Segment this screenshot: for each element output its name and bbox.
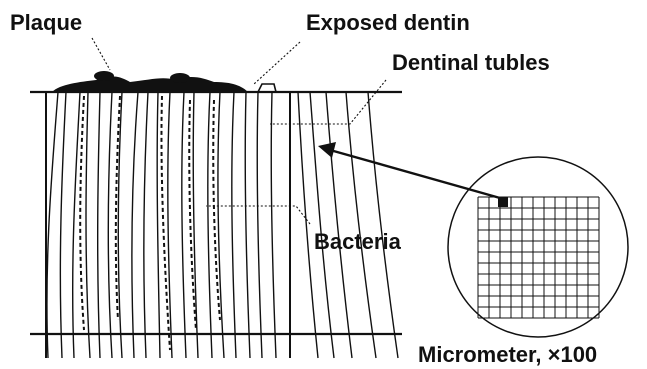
tubule [86,92,90,358]
tubule [144,92,148,358]
exposed-dentin-leader [254,42,300,84]
tubule [182,92,186,358]
tubule [298,92,318,358]
exposed-dentin-edge [258,84,276,92]
label-micrometer: Micrometer, ×100 [418,342,597,367]
plaque-lump [94,71,114,81]
bacteria-strand [80,96,84,330]
label-dentinal-tubles: Dentinal tubles [392,50,550,75]
arrow-head [318,142,336,158]
plaque-lump [170,73,190,83]
tubule [157,92,160,358]
tubule [232,92,236,358]
tubule [73,92,80,358]
label-exposed-dentin: Exposed dentin [306,10,470,35]
tubule [271,92,276,358]
tubule [47,92,58,358]
tubule [98,92,100,358]
plaque-deposit [52,76,248,92]
tubule [132,92,138,358]
tubule [60,92,66,358]
magnified-spot [498,197,508,207]
tubule [218,92,224,358]
tubule [257,92,262,358]
dentinal-tubules [47,92,398,358]
micrometer-circle [448,157,628,337]
plaque-layer [52,71,248,92]
label-plaque: Plaque [10,10,82,35]
micrometer-view [448,157,628,337]
label-bacteria: Bacteria [314,229,402,254]
tubule [368,92,398,358]
plaque-leader [92,38,110,70]
tubule [168,92,172,358]
bacteria-strands [80,96,220,350]
tubule [108,92,112,358]
micrometer-grid [478,197,599,318]
tubule [245,92,250,358]
magnify-arrow [318,142,500,198]
leader-lines [92,38,386,224]
tubule [208,92,212,358]
